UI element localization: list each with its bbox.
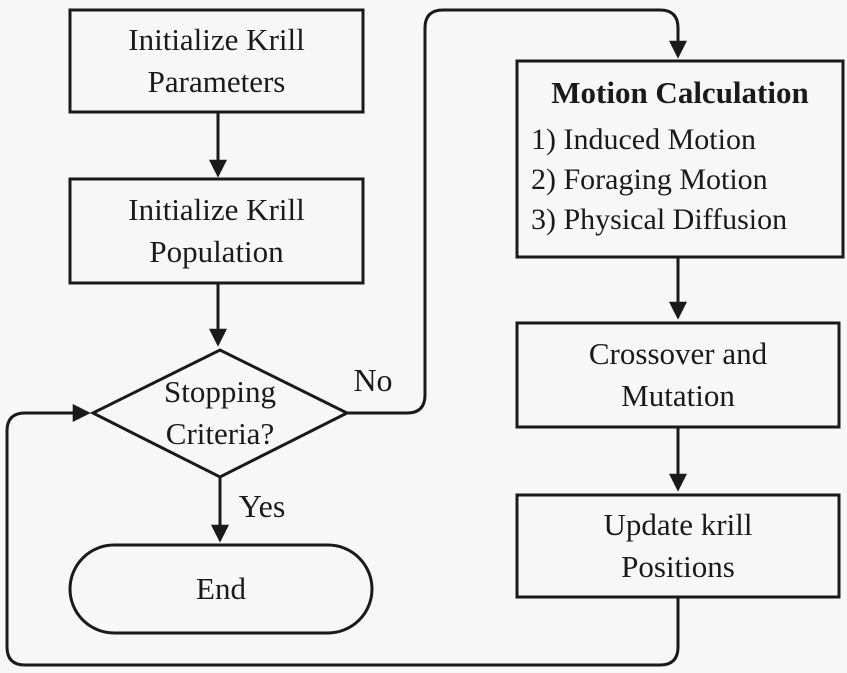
- end-terminator: [68, 543, 374, 635]
- motion-calculation-title: Motion Calculation: [551, 75, 809, 110]
- motion-item-induced: 1) Induced Motion: [531, 123, 756, 156]
- stopping-criteria-label: Stopping Criteria?: [164, 374, 276, 451]
- no-branch-label: No: [353, 362, 393, 398]
- crossover-mutation-box: [515, 321, 841, 429]
- motion-calculation-box: [515, 59, 845, 259]
- init-params-label: Initialize Krill Parameters: [128, 22, 305, 99]
- edge-update-loop-to-criteria: [5, 404, 680, 667]
- init-population-label: Initialize Krill Population: [128, 192, 305, 269]
- init-population-box: [68, 177, 365, 285]
- motion-calculation-items: 1) Induced Motion 2) Foraging Motion 3) …: [517, 120, 843, 240]
- init-params-box: [68, 8, 365, 114]
- crossover-mutation-label: Crossover and Mutation: [588, 336, 768, 413]
- motion-item-diffusion: 3) Physical Diffusion: [531, 203, 788, 236]
- yes-branch-label: Yes: [238, 488, 286, 524]
- edge-criteria-no-to-motion: [347, 8, 687, 415]
- update-positions-label: Update krill Positions: [603, 507, 753, 584]
- motion-item-foraging: 2) Foraging Motion: [531, 163, 768, 196]
- motion-calculation-content: Motion Calculation 1) Induced Motion 2) …: [517, 61, 843, 257]
- end-label: End: [196, 571, 246, 606]
- update-positions-box: [515, 493, 841, 599]
